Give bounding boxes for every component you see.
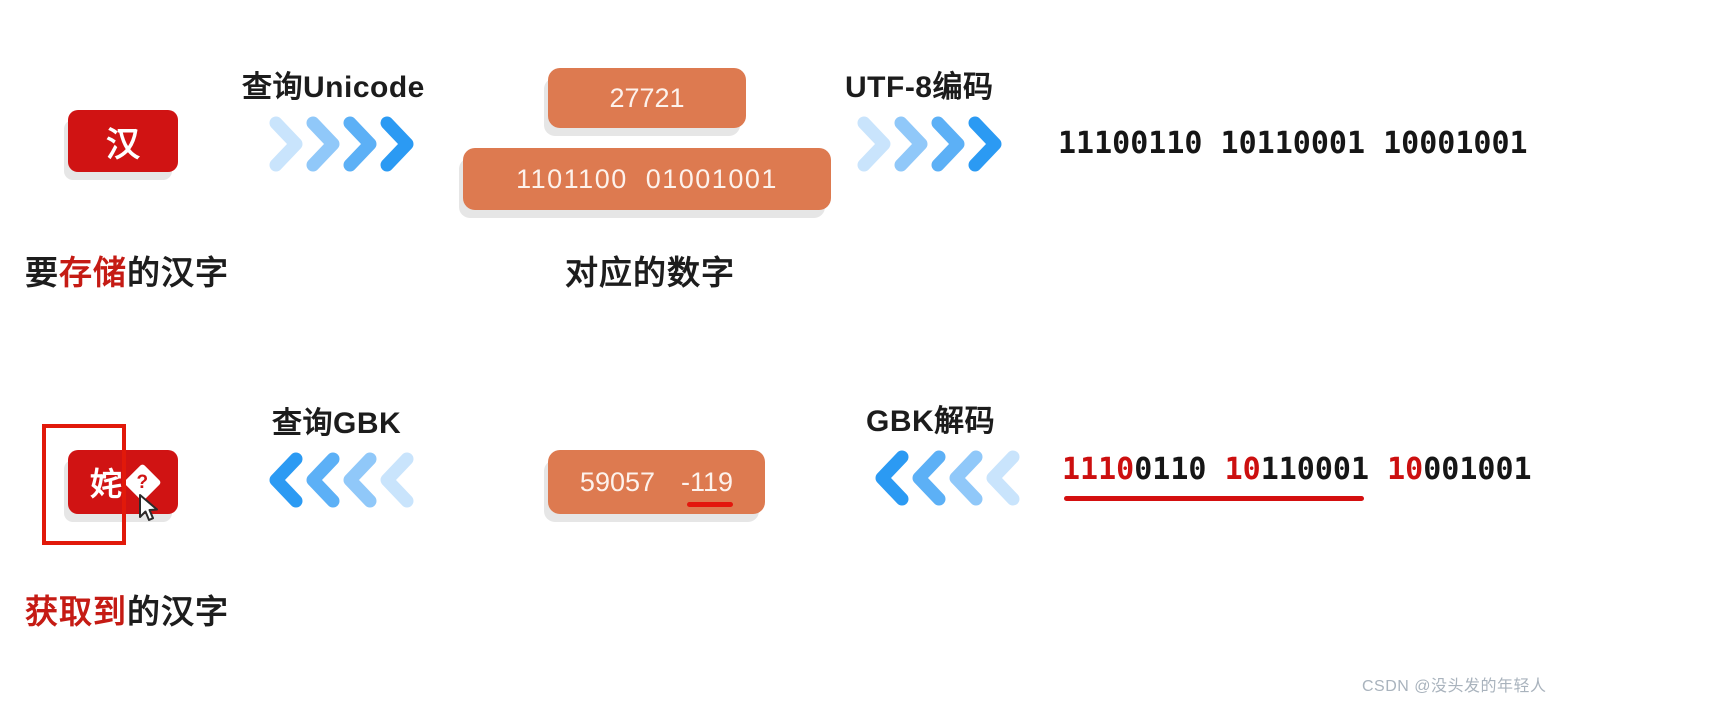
- query-unicode-label: 查询Unicode: [242, 71, 425, 104]
- mouse-cursor-icon: [139, 494, 158, 521]
- arrow-left-icon: [269, 452, 414, 508]
- number-caption: 对应的数字: [565, 254, 735, 291]
- selection-outline-rect: [42, 424, 126, 545]
- retrieved-char-caption: 获取到的汉字: [25, 593, 229, 630]
- stored-char-box: 汉: [68, 110, 178, 172]
- signed-byte-value: -119: [681, 466, 734, 507]
- arrow-right-icon: [269, 116, 414, 172]
- query-gbk-label: 查询GBK: [272, 407, 402, 440]
- gbk-binary-value: 11100110 10110001 10001001: [1062, 452, 1532, 487]
- gbk-bytes-underline: [1064, 496, 1364, 501]
- arrow-right-icon: [857, 116, 1002, 172]
- utf8-binary-value: 11100110 10110001 10001001: [1058, 126, 1528, 161]
- watermark: CSDN @没头发的年轻人: [1362, 678, 1547, 695]
- utf8-encode-label: UTF-8编码: [845, 71, 994, 104]
- retrieved-char: 姹: [89, 466, 122, 502]
- unicode-binary-value: 1101100 01001001: [516, 163, 778, 194]
- gbk-decode-label: GBK解码: [866, 405, 996, 438]
- stored-char: 汉: [106, 125, 140, 164]
- arrow-left-icon: [875, 450, 1020, 506]
- gbk-values-box: 59057 -119: [548, 450, 765, 514]
- unicode-binary-box: 1101100 01001001: [463, 148, 831, 210]
- unicode-codepoint-box: 27721: [548, 68, 746, 128]
- unicode-codepoint-value: 27721: [609, 82, 685, 113]
- stored-char-caption: 要存储的汉字: [25, 254, 229, 291]
- gbk-binary-group: 11100110 10110001 10001001: [1062, 452, 1532, 501]
- gbk-code-value: 59057: [579, 466, 656, 497]
